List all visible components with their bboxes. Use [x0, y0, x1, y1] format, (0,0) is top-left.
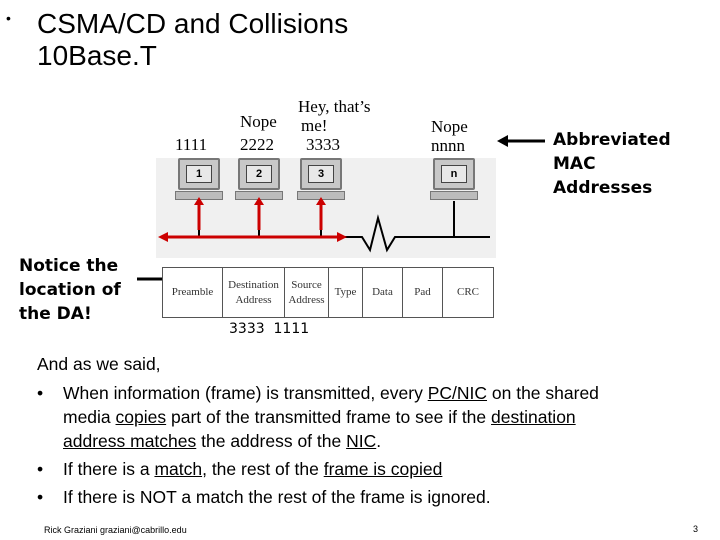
title-bullet: •: [6, 10, 11, 26]
bullet-1-text: When information (frame) is transmitted,…: [63, 381, 703, 453]
bullet-1-line-3: address matches the address of the NIC.: [63, 431, 382, 451]
bullet-2-marker: •: [37, 459, 44, 479]
station-3-status: Hey, that’s: [298, 97, 371, 116]
field-crc: CRC: [456, 286, 479, 298]
abbrev-line-3: Addresses: [553, 178, 653, 198]
station-n-status: Nope: [431, 117, 468, 136]
bullet-1-line-2: media copies part of the transmitted fra…: [63, 407, 576, 427]
title-line-1: CSMA/CD and Collisions: [37, 8, 349, 39]
computer-n: n: [430, 158, 478, 200]
abbrev-line-1: Abbreviated: [553, 130, 671, 150]
field-data: Data: [363, 268, 403, 317]
notice-line-3: the DA!: [19, 304, 92, 324]
drop-cables: [198, 201, 455, 237]
bus-line: [160, 214, 490, 253]
intro-line: And as we said,: [37, 354, 161, 374]
bullet-1-marker: •: [37, 383, 44, 403]
base-unit: [430, 191, 478, 200]
station-3-label: Hey, that’s me! 3333: [298, 97, 371, 154]
bullet-3-text: If there is NOT a match the rest of the …: [63, 487, 491, 507]
monitor-icon: 3: [300, 158, 342, 190]
monitor-icon: 1: [178, 158, 220, 190]
ethernet-frame-table: Preamble Destination Address Source Addr…: [162, 267, 494, 318]
station-n-address: nnnn: [431, 136, 465, 155]
field-preamble: Preamble: [163, 268, 223, 317]
notice-line-2: location of: [19, 280, 121, 300]
screen-label: 3: [308, 165, 334, 183]
monitor-icon: 2: [238, 158, 280, 190]
station-1-label: 1111: [175, 135, 208, 154]
bullet-2-text: If there is a match, the rest of the fra…: [63, 459, 443, 479]
page-title: CSMA/CD and Collisions 10Base.T: [37, 8, 348, 72]
computer-1: 1: [175, 158, 223, 200]
page-number: 3: [693, 524, 699, 534]
station-2-label: Nope 2222: [240, 112, 277, 154]
monitor-icon: n: [433, 158, 475, 190]
title-line-2: 10Base.T: [37, 40, 157, 71]
screen-label: n: [441, 165, 467, 183]
frame-address-values: 3333 1111: [229, 321, 310, 337]
bullet-1-line-1: When information (frame) is transmitted,…: [63, 383, 599, 403]
station-2-status: Nope: [240, 112, 277, 131]
screen-label: 1: [186, 165, 212, 183]
station-3-status-2: me!: [301, 116, 328, 135]
computer-3: 3: [297, 158, 345, 200]
bullet-3-marker: •: [37, 487, 44, 507]
field-destination-address: Destination Address: [223, 268, 285, 317]
station-3-address: 3333: [306, 135, 340, 154]
red-arrows: [158, 197, 347, 242]
station-n-label: Nope nnnn: [431, 117, 468, 155]
field-pad: Pad: [403, 268, 443, 317]
screen-label: 2: [246, 165, 272, 183]
field-source-address: Source Address: [285, 268, 329, 317]
notice-label: Notice the location of the DA!: [19, 254, 121, 326]
field-type: Type: [329, 268, 363, 317]
notice-line-1: Notice the: [19, 256, 119, 276]
station-2-address: 2222: [240, 135, 274, 154]
abbrev-arrow: [497, 135, 545, 147]
footer-author: Rick Graziani graziani@cabrillo.edu: [44, 525, 187, 535]
abbrev-line-2: MAC: [553, 154, 596, 174]
abbrev-label: Abbreviated MAC Addresses: [553, 128, 671, 200]
